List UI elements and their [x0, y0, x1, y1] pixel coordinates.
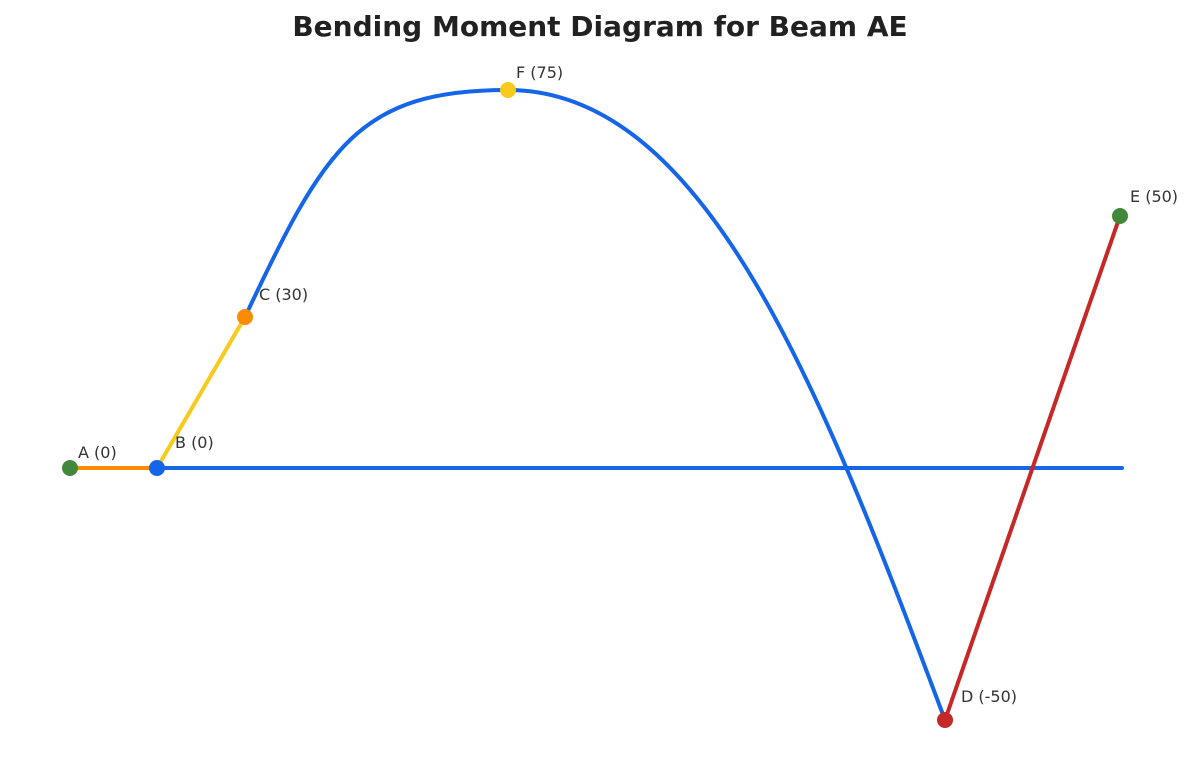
point-e-label: E (50)	[1130, 187, 1178, 206]
point-f-marker	[500, 82, 516, 98]
segment-c-d	[243, 87, 947, 722]
point-d-label: D (-50)	[961, 687, 1017, 706]
point-f-label: F (75)	[516, 63, 563, 82]
segment-b-c	[155, 315, 247, 470]
point-a-label: A (0)	[78, 443, 117, 462]
point-d-marker	[937, 712, 953, 728]
point-b-marker	[149, 460, 165, 476]
point-c-marker	[237, 309, 253, 325]
point-a-marker	[62, 460, 78, 476]
segment-d-e	[943, 214, 1122, 722]
point-c-label: C (30)	[259, 285, 308, 304]
point-b-label: B (0)	[175, 433, 214, 452]
point-e-marker	[1112, 208, 1128, 224]
chart-title: Bending Moment Diagram for Beam AE	[292, 10, 908, 43]
